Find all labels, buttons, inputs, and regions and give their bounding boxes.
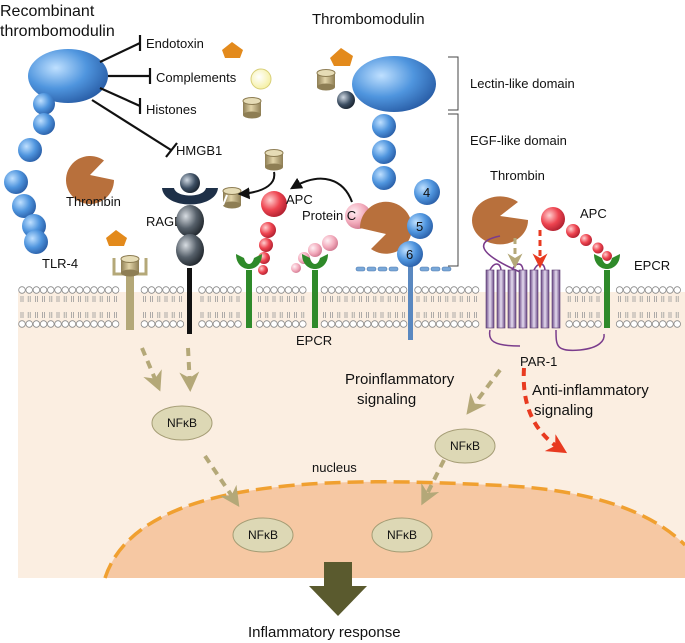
histone-icon	[242, 97, 262, 119]
glycosaminoglycan-chain	[355, 266, 452, 272]
nucleus-label: nucleus	[312, 460, 357, 475]
protein-c-label: Protein C	[302, 208, 356, 223]
nfkb-cytoplasm-right: NFκB	[434, 428, 496, 464]
hmgb1-label: HMGB1	[176, 143, 222, 158]
cell-membrane	[18, 286, 681, 328]
epcr-right-label: EPCR	[634, 258, 670, 273]
apc-right-label: APC	[580, 206, 607, 221]
arrow-histone-to-rage	[237, 171, 276, 200]
epcr-mid-label: EPCR	[296, 333, 332, 348]
membrane-thrombomodulin	[352, 56, 436, 340]
egf-6-label: 6	[406, 247, 413, 262]
endotoxin-tm-icon	[330, 48, 353, 66]
egf-domain-label: EGF-like domain	[470, 133, 567, 148]
histone-tm-icon	[316, 69, 336, 91]
hmgb1-tm-icon	[337, 91, 355, 109]
thrombin-tm-shape	[359, 201, 412, 254]
inflammatory-response-arrow	[309, 562, 367, 616]
recombinant-label-line2: thrombomodulin	[0, 23, 115, 40]
proinflammatory-line2: signaling	[357, 391, 416, 408]
epcr-right	[594, 254, 620, 328]
thrombomodulin-label: Thrombomodulin	[312, 11, 425, 28]
lectin-domain-label: Lectin-like domain	[470, 76, 575, 91]
inflammatory-response-label: Inflammatory response	[248, 624, 401, 641]
antiinflammatory-line2: signaling	[534, 402, 593, 419]
anti-inflammatory-arrow	[521, 367, 568, 454]
nuclear-envelope	[103, 480, 685, 579]
rage-label: RAGE	[146, 214, 183, 229]
histones-label: Histones	[146, 102, 197, 117]
endotoxin-tlr4-icon	[106, 230, 127, 246]
egf-bracket	[448, 113, 459, 267]
thrombin-right-label: Thrombin	[490, 168, 545, 183]
apc-mid	[258, 191, 287, 275]
nfkb-nucleus-left: NFκB	[232, 517, 294, 553]
rage-receptor	[162, 173, 218, 334]
nfkb-nucleus-right: NFκB	[371, 517, 433, 553]
egf-4-label: 4	[423, 185, 430, 200]
nfkb-label-4: NFκB	[387, 528, 417, 542]
arrow-protein-c-to-apc	[289, 177, 353, 203]
egf-5-label: 5	[416, 219, 423, 234]
thrombin-right-shape	[472, 196, 529, 245]
egf-domains-456	[397, 179, 440, 267]
complement-icon	[250, 68, 272, 90]
apc-right	[541, 207, 612, 261]
epcr-mid-right	[302, 254, 328, 328]
recombinant-label-line1: Recombinant	[0, 3, 95, 20]
nfkb-label-3: NFκB	[248, 528, 278, 542]
nfkb-label-1: NFκB	[167, 416, 197, 430]
antiinflammatory-line1: Anti-inflammatory	[532, 382, 649, 399]
complements-label: Complements	[156, 70, 237, 85]
nfkb-cytoplasm-left: NFκB	[151, 405, 213, 441]
par1-receptor	[482, 235, 605, 352]
endotoxin-icon	[222, 42, 243, 58]
nfkb-label-2: NFκB	[450, 439, 480, 453]
thrombin-left-label: Thrombin	[66, 194, 121, 209]
inhibition-lines	[91, 35, 178, 158]
par1-label: PAR-1	[520, 354, 557, 369]
tlr4-label: TLR-4	[42, 256, 78, 271]
tan-dashed-arrows	[140, 347, 502, 507]
epcr-mid-left	[236, 254, 262, 328]
endotoxin-label: Endotoxin	[146, 36, 204, 51]
lectin-bracket	[448, 56, 459, 111]
histone-top-icon	[264, 149, 284, 171]
thrombin-left-shape	[66, 155, 114, 204]
apc-mid-label: APC	[286, 192, 313, 207]
recombinant-thrombomodulin	[4, 49, 108, 254]
proinflammatory-line1: Proinflammatory	[345, 371, 455, 388]
tlr4-receptor	[112, 255, 148, 330]
